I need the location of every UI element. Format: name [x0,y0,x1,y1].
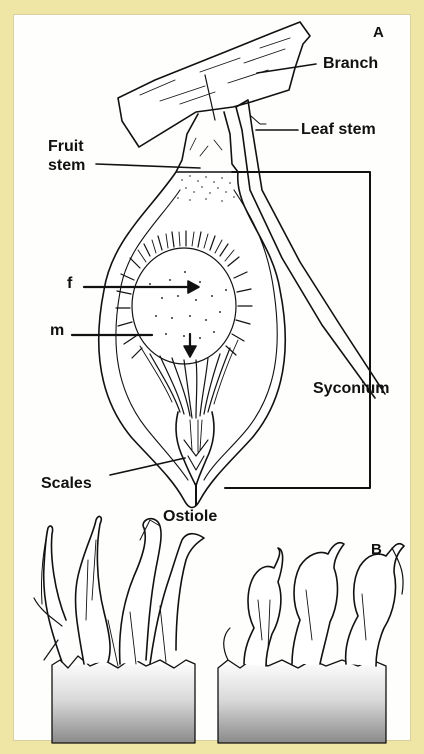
branch-label: Branch [323,55,378,73]
stem-label: stem [48,157,85,175]
panel-a-letter: A [373,24,384,42]
m-label: m [50,322,64,340]
flower-right-drawing [218,543,404,743]
fruit-stem-drawing [176,112,238,172]
leaf-stem-label: Leaf stem [301,121,376,139]
fruit-stem-leader [96,164,200,168]
syconium-label: Syconium [313,380,389,398]
f-label: f [67,275,72,293]
scales-label: Scales [41,475,92,493]
panel-a [72,22,385,508]
panel-b-letter: B [371,541,382,559]
branch-drawing [118,22,310,147]
fruit-label: Fruit [48,138,84,156]
ostiole-label: Ostiole [163,508,217,526]
panel-b [34,517,404,743]
flower-left-drawing [34,517,204,743]
